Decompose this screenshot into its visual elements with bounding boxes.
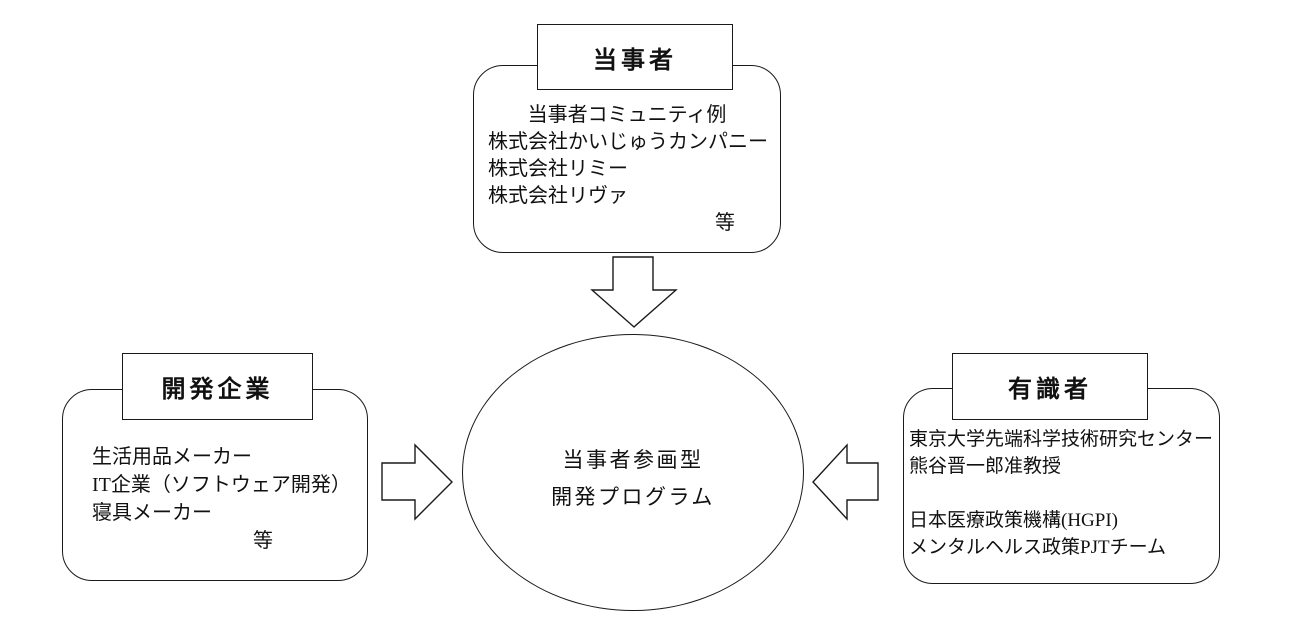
center-node: 当事者参画型 開発プログラム (462, 334, 804, 611)
arrow-down-icon (590, 256, 678, 328)
experts-content: 東京大学先端科学技術研究センター 熊谷晋一郎准教授 日本医療政策機構(HGPI)… (904, 389, 1219, 583)
developers-line-3: 寝具メーカー (92, 502, 212, 524)
parties-etc-label: 等 (715, 212, 735, 234)
experts-line-1: 東京大学先端科学技術研究センター (909, 429, 1214, 450)
experts-header: 有識者 (952, 353, 1148, 420)
parties-line-1: 当事者コミュニティ例 (527, 104, 727, 126)
experts-line-4: メンタルヘルス政策PJTチーム (909, 537, 1166, 558)
parties-box: 当事者コミュニティ例 株式会社かいじゅうカンパニー 株式会社リミー 株式会社リヴ… (473, 65, 781, 253)
developers-etc-label: 等 (253, 530, 273, 552)
parties-line-2: 株式会社かいじゅうカンパニー (488, 131, 768, 153)
parties-header: 当事者 (537, 24, 733, 90)
arrow-right-icon (381, 443, 453, 521)
center-label-line1: 当事者参画型 (562, 447, 704, 472)
experts-line-3: 日本医療政策機構(HGPI) (909, 510, 1118, 531)
developers-content: 生活用品メーカー IT企業（ソフトウェア開発） 寝具メーカー 等 (63, 390, 367, 580)
experts-line-2: 熊谷晋一郎准教授 (909, 456, 1062, 477)
developers-header: 開発企業 (122, 353, 313, 420)
parties-line-3: 株式会社リミー (488, 158, 628, 180)
parties-line-4: 株式会社リヴァ (488, 185, 628, 207)
parties-content: 当事者コミュニティ例 株式会社かいじゅうカンパニー 株式会社リミー 株式会社リヴ… (474, 66, 780, 252)
experts-box: 東京大学先端科学技術研究センター 熊谷晋一郎准教授 日本医療政策機構(HGPI)… (903, 388, 1220, 584)
arrow-left-icon (812, 443, 879, 521)
developers-line-1: 生活用品メーカー (92, 446, 252, 468)
developers-box: 生活用品メーカー IT企業（ソフトウェア開発） 寝具メーカー 等 (62, 389, 368, 581)
developers-line-2: IT企業（ソフトウェア開発） (92, 474, 351, 496)
center-label-line2: 開発プログラム (551, 484, 715, 509)
